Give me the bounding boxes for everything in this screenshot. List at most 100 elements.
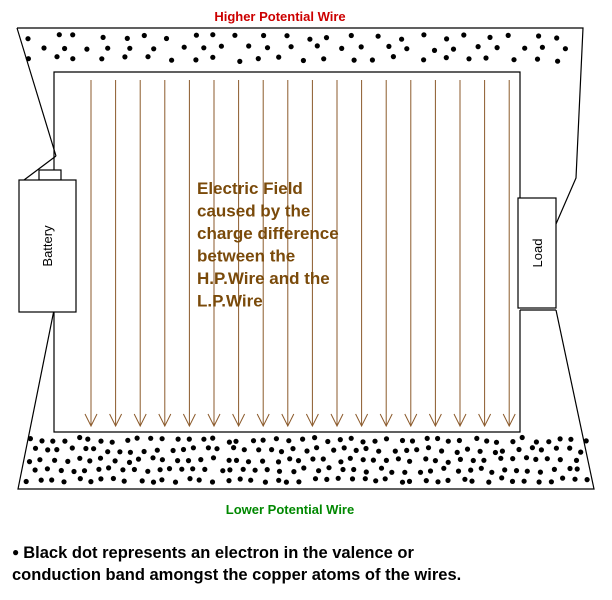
field-arrow	[281, 80, 295, 428]
electron-dot	[124, 35, 130, 42]
electron-dot	[567, 465, 573, 472]
electron-dot	[339, 45, 345, 52]
electron-dot	[193, 57, 199, 63]
electron-dot	[304, 448, 310, 454]
electron-dot	[260, 437, 266, 443]
electron-dot	[466, 56, 472, 62]
electron-dot	[386, 43, 392, 50]
electron-dot	[198, 457, 204, 463]
electron-dot	[324, 476, 330, 482]
electron-dot	[534, 56, 541, 62]
electron-dot	[284, 33, 290, 39]
electron-dot	[404, 46, 410, 52]
field-arrow	[330, 80, 344, 428]
electron-dot	[521, 478, 527, 484]
electron-dot	[536, 479, 542, 485]
electron-dot	[457, 456, 463, 462]
electron-dot	[314, 43, 320, 49]
electron-dot	[498, 455, 504, 461]
electron-dot	[125, 437, 131, 443]
electron-dot	[62, 45, 68, 52]
electron-dot	[450, 46, 457, 52]
battery: Battery	[18, 169, 77, 313]
electron-dot	[363, 469, 369, 475]
electron-dot	[278, 449, 285, 455]
electron-dot	[519, 434, 525, 441]
electron-dot	[240, 466, 246, 472]
electron-dot	[572, 476, 578, 482]
electron-dot	[399, 479, 406, 485]
field-arrow	[379, 80, 393, 428]
electron-dot	[84, 46, 90, 52]
electron-dot	[510, 456, 516, 462]
electron-dot	[323, 35, 330, 41]
electron-dot	[443, 55, 449, 61]
electron-dot	[486, 479, 492, 485]
electron-dot	[65, 458, 71, 464]
electron-dot	[461, 32, 467, 38]
electron-dot	[494, 45, 500, 51]
electron-dot	[106, 465, 112, 471]
electron-dot	[423, 478, 429, 484]
electron-dot	[360, 439, 366, 445]
electron-dot	[134, 435, 140, 441]
electron-dot	[337, 437, 343, 443]
electron-dot	[276, 468, 283, 474]
electron-dot	[509, 478, 516, 484]
electron-dot	[432, 458, 438, 464]
electron-dot	[77, 476, 83, 482]
wire-outline	[16, 27, 595, 490]
electron-dot	[417, 469, 424, 475]
electron-dot	[98, 476, 104, 482]
electron-dot	[56, 32, 62, 38]
electron-dot	[273, 436, 279, 442]
electron-dot	[296, 479, 302, 485]
field-arrow	[109, 80, 123, 428]
electron-dot	[87, 458, 93, 464]
electron-dot	[190, 466, 196, 472]
electron-dot	[255, 56, 261, 62]
electron-dot	[159, 436, 165, 442]
electron-dot	[351, 466, 357, 473]
higher-wire-electrons	[25, 32, 569, 64]
electron-dot	[37, 457, 43, 463]
electron-dot	[264, 45, 271, 51]
electron-dot	[172, 479, 179, 485]
electron-dot	[347, 455, 353, 461]
electron-dot	[402, 469, 408, 475]
electron-dot	[468, 467, 474, 473]
electron-dot	[351, 57, 357, 63]
field-arrow	[305, 80, 319, 428]
electron-dot	[383, 457, 389, 463]
electron-dot	[231, 445, 237, 451]
electron-dot	[406, 478, 413, 484]
electron-dot	[560, 475, 566, 481]
electron-dot	[77, 434, 83, 441]
field-arrow	[256, 80, 270, 428]
electron-dot	[269, 447, 275, 453]
electron-dot	[54, 54, 60, 60]
electron-dot	[404, 447, 410, 453]
electron-dot	[316, 468, 322, 474]
legend-note: ●Black dot represents an electron in the…	[12, 541, 602, 586]
electron-dot	[166, 466, 173, 472]
electron-dot	[533, 439, 540, 445]
electron-dot	[399, 36, 405, 42]
electron-dot	[288, 44, 294, 50]
electron-dot	[502, 467, 508, 473]
electron-dot	[145, 468, 151, 474]
electron-dot	[283, 479, 289, 485]
electron-dot	[290, 446, 296, 452]
electron-dot	[237, 58, 243, 64]
electron-dot	[522, 45, 528, 51]
field-arrow	[453, 80, 467, 428]
electron-dot	[474, 435, 480, 441]
electron-dot	[159, 457, 165, 463]
electron-dot	[175, 436, 181, 442]
electron-dot	[98, 438, 104, 444]
electron-dot	[105, 45, 111, 51]
electron-dot	[32, 445, 39, 451]
electron-dot	[475, 44, 481, 50]
electron-dot	[421, 57, 427, 63]
